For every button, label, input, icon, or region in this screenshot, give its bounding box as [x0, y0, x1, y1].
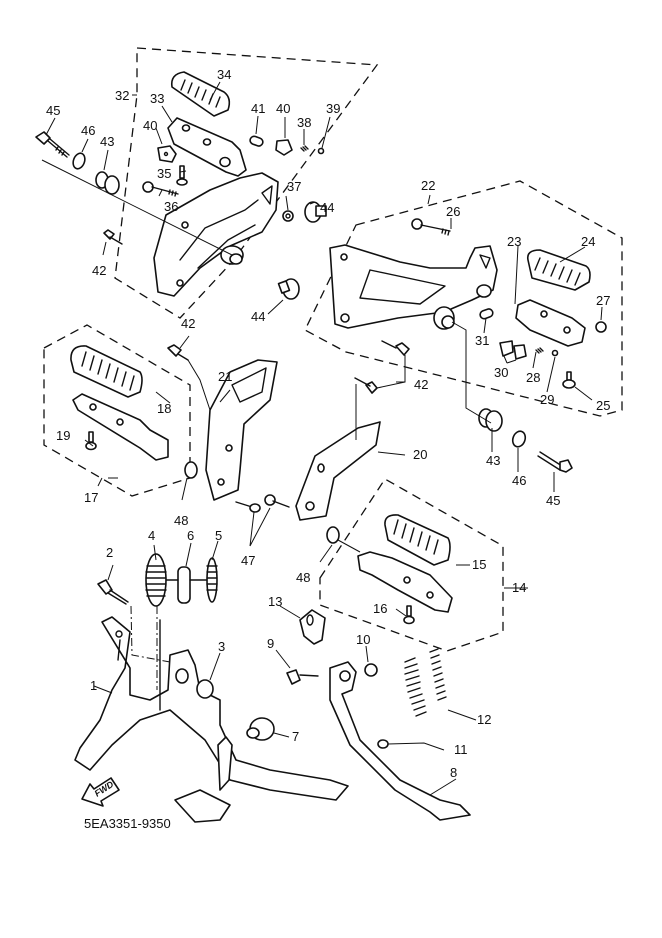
leader-lines: [41, 81, 603, 796]
callout-34: 34: [217, 67, 231, 82]
callout-6: 6: [187, 528, 194, 543]
callout-45-left: 45: [46, 103, 60, 118]
callout-39: 39: [326, 101, 340, 116]
assembly-32-boundary: [114, 47, 379, 319]
callout-7: 7: [292, 729, 299, 744]
callout-11: 11: [454, 742, 468, 757]
callout-15: 15: [472, 557, 486, 572]
callout-40-right: 40: [276, 101, 290, 116]
callout-28: 28: [526, 370, 540, 385]
main-stand-1: [74, 616, 349, 823]
callout-14: 14: [512, 580, 526, 595]
footrest-bracket-21: [167, 344, 278, 501]
collar-44: [277, 201, 327, 300]
callout-21: 21: [218, 369, 232, 384]
callout-3: 3: [218, 639, 225, 654]
callout-5: 5: [215, 528, 222, 543]
callout-4: 4: [148, 528, 155, 543]
footrest-33-body: [167, 117, 247, 177]
callout-44-upper: 44: [320, 200, 334, 215]
callout-12: 12: [477, 712, 491, 727]
callout-42-upper: 42: [92, 263, 106, 278]
callout-42-right: 42: [414, 377, 428, 392]
callout-10: 10: [356, 632, 370, 647]
callout-37: 37: [287, 179, 301, 194]
callout-46-left: 46: [81, 123, 95, 138]
callout-8: 8: [450, 765, 457, 780]
hardware-22: [411, 218, 607, 389]
callout-47: 47: [241, 553, 255, 568]
callout-31: 31: [475, 333, 489, 348]
hardware-left-side: [35, 131, 123, 245]
callout-48-right: 48: [296, 570, 310, 585]
callout-22: 22: [421, 178, 435, 193]
callout-33: 33: [150, 91, 164, 106]
footrest-23-body: [515, 299, 586, 347]
callout-43-left: 43: [100, 134, 114, 149]
footrest-17: [70, 345, 169, 461]
callout-42-middle: 42: [181, 316, 195, 331]
hardware-right-side: [354, 340, 573, 473]
footrest-bracket-20: [295, 421, 381, 544]
callout-38: 38: [297, 115, 311, 130]
callout-32: 32: [115, 88, 129, 103]
assembly-22-boundary: [304, 180, 623, 417]
callout-labels: 1 2 3 4 5 6 7 8 9 10 11 12 13 14 15 16 1…: [46, 67, 610, 780]
callout-23: 23: [507, 234, 521, 249]
bolts-47: [235, 494, 290, 513]
callout-43-right: 43: [486, 453, 500, 468]
callout-48-left: 48: [174, 513, 188, 528]
stand-hardware: [97, 553, 275, 741]
callout-36: 36: [164, 199, 178, 214]
footrest-bracket-22: [329, 244, 498, 330]
callout-18: 18: [157, 401, 171, 416]
callout-2: 2: [106, 545, 113, 560]
callout-41: 41: [251, 101, 265, 116]
callout-25: 25: [596, 398, 610, 413]
callout-27: 27: [596, 293, 610, 308]
fwd-direction-arrow: FWD: [81, 777, 120, 807]
callout-30: 30: [494, 365, 508, 380]
callout-24: 24: [581, 234, 595, 249]
side-stand-8: [286, 609, 471, 821]
callout-45-right: 45: [546, 493, 560, 508]
callout-44-lower: 44: [251, 309, 265, 324]
catalog-code: 5EA3351-9350: [84, 816, 171, 831]
footrest-14: [357, 514, 453, 625]
callout-16: 16: [373, 601, 387, 616]
callout-35: 35: [157, 166, 171, 181]
callout-17: 17: [84, 490, 98, 505]
callout-26: 26: [446, 204, 460, 219]
callout-13: 13: [268, 594, 282, 609]
callout-19: 19: [56, 428, 70, 443]
callout-1: 1: [90, 678, 97, 693]
footrest-24-rubber: [526, 249, 591, 291]
callout-46-right: 46: [512, 473, 526, 488]
callout-20: 20: [413, 447, 427, 462]
callout-9: 9: [267, 636, 274, 651]
callout-40-left: 40: [143, 118, 157, 133]
callout-29: 29: [540, 392, 554, 407]
footrest-34-rubber: [170, 71, 231, 117]
